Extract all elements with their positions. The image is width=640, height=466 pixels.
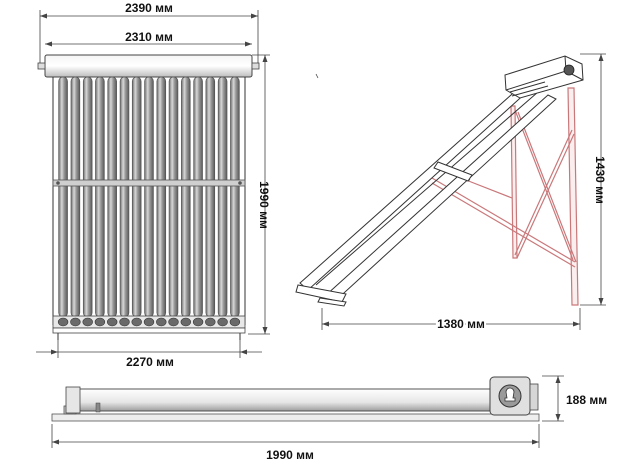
vacuum-tube — [107, 76, 117, 318]
vacuum-tube — [181, 76, 191, 318]
header-width-label: 2310 мм — [125, 30, 173, 44]
tube-end-cap — [131, 317, 142, 327]
tube-end-cap — [168, 317, 179, 327]
side-height-dimension: 1430 мм — [580, 53, 607, 306]
tube-end-cap — [205, 317, 216, 327]
top-length-dimension: 1990 мм — [51, 424, 540, 462]
vacuum-tube — [168, 76, 179, 318]
vacuum-tube — [205, 76, 216, 318]
tube-end-cap — [119, 317, 130, 327]
tube-end-cap — [82, 317, 93, 327]
header-width-dimension: 2310 мм — [45, 30, 252, 47]
vacuum-tube — [82, 76, 93, 318]
vacuum-tube — [58, 76, 68, 318]
vacuum-tube — [70, 76, 81, 318]
side-depth-dimension: 1380 мм — [321, 308, 581, 333]
side-depth-label: 1380 мм — [437, 317, 485, 331]
tube-end-cap — [217, 317, 228, 327]
vacuum-tube — [144, 76, 154, 318]
top-height-dimension: 188 мм — [542, 375, 607, 422]
side-height-label: 1430 мм — [593, 156, 607, 204]
tube-end-cap — [192, 317, 204, 327]
middle-support-bar — [52, 179, 246, 187]
support-stand — [431, 87, 579, 306]
tube-end-cap — [106, 317, 118, 327]
tube-end-cap — [143, 317, 155, 327]
base-width-label: 2270 мм — [126, 355, 174, 369]
side-manifold-box — [504, 55, 584, 99]
side-view: 1430 мм 1380 мм — [295, 53, 607, 333]
vacuum-tube — [230, 76, 240, 318]
vacuum-tubes — [58, 76, 240, 318]
vacuum-tube — [119, 76, 130, 318]
front-height-label: 1990 мм — [257, 181, 271, 229]
vacuum-tube — [156, 76, 167, 318]
top-view: 188 мм 1990 мм — [51, 375, 607, 462]
top-length-label: 1990 мм — [266, 448, 314, 462]
vacuum-tube — [95, 76, 105, 318]
top-tube-body — [71, 388, 495, 412]
vacuum-tube — [131, 76, 142, 318]
tube-end-cap — [94, 317, 106, 327]
vacuum-tube — [193, 76, 203, 318]
tube-end-cap — [229, 317, 241, 327]
overall-width-dimension: 2390 мм — [39, 1, 259, 64]
front-height-dimension: 1990 мм — [248, 54, 271, 335]
tube-end-cap — [156, 317, 167, 327]
base-width-dimension: 2270 мм — [36, 340, 262, 369]
collector-frame — [295, 86, 557, 307]
tube-end-cap — [70, 317, 81, 327]
vacuum-tube — [217, 76, 228, 318]
manifold-header — [44, 54, 253, 78]
tube-end-caps — [57, 317, 241, 327]
front-view: 2390 мм 2310 мм — [36, 1, 271, 369]
ground-strip — [51, 413, 540, 422]
top-height-label: 188 мм — [566, 393, 607, 407]
tube-end-cap — [180, 317, 192, 327]
overall-width-label: 2390 мм — [125, 1, 173, 15]
tube-end-cap — [57, 317, 69, 327]
